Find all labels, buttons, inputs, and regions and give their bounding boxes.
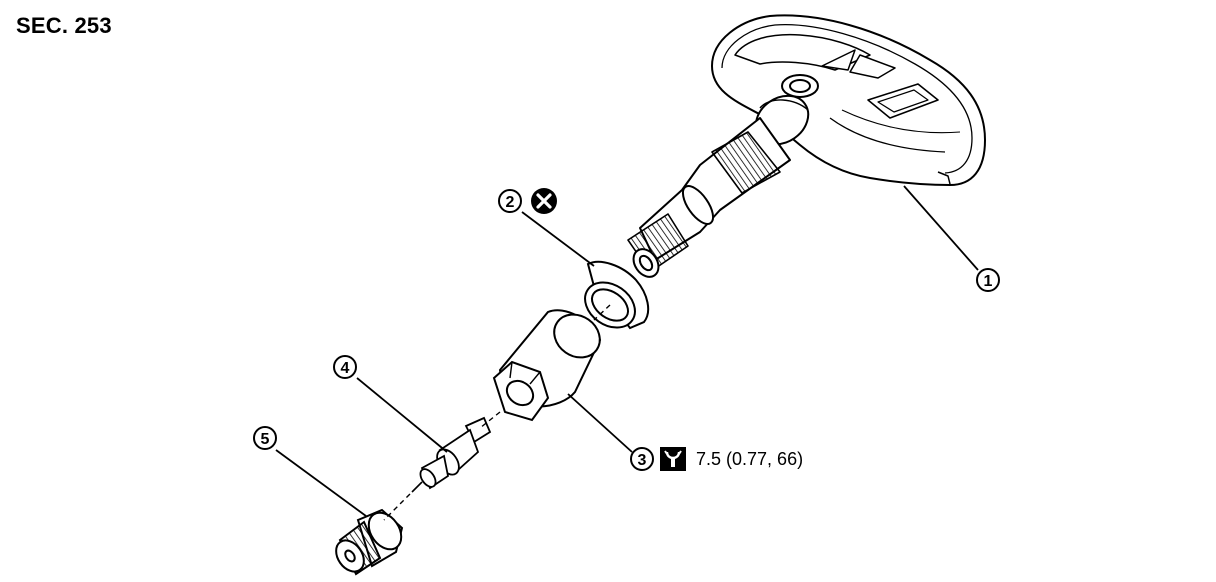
callout-2-number: 2	[506, 194, 515, 211]
torque-wrench-icon	[660, 447, 686, 471]
callout-3: 3	[630, 447, 654, 471]
callout-4-number: 4	[341, 360, 350, 377]
valve-cap	[335, 508, 404, 576]
callout-4: 4	[333, 355, 357, 379]
valve-core	[411, 416, 492, 493]
tire-pressure-sensor	[627, 14, 986, 278]
torque-spec: 7.5 (0.77, 66)	[696, 449, 804, 469]
valve-nut	[492, 309, 602, 422]
callout-5-number: 5	[261, 431, 270, 448]
assembly-axis-line	[383, 304, 611, 521]
callout-1-number: 1	[984, 273, 993, 290]
callout-5: 5	[253, 426, 277, 450]
callout-1: 1	[976, 268, 1000, 292]
leader-lines	[275, 185, 979, 517]
section-label: SEC. 253	[16, 13, 112, 38]
callout-2: 2	[498, 189, 522, 213]
callout-3-number: 3	[638, 452, 647, 469]
x-circle-icon	[531, 188, 557, 214]
